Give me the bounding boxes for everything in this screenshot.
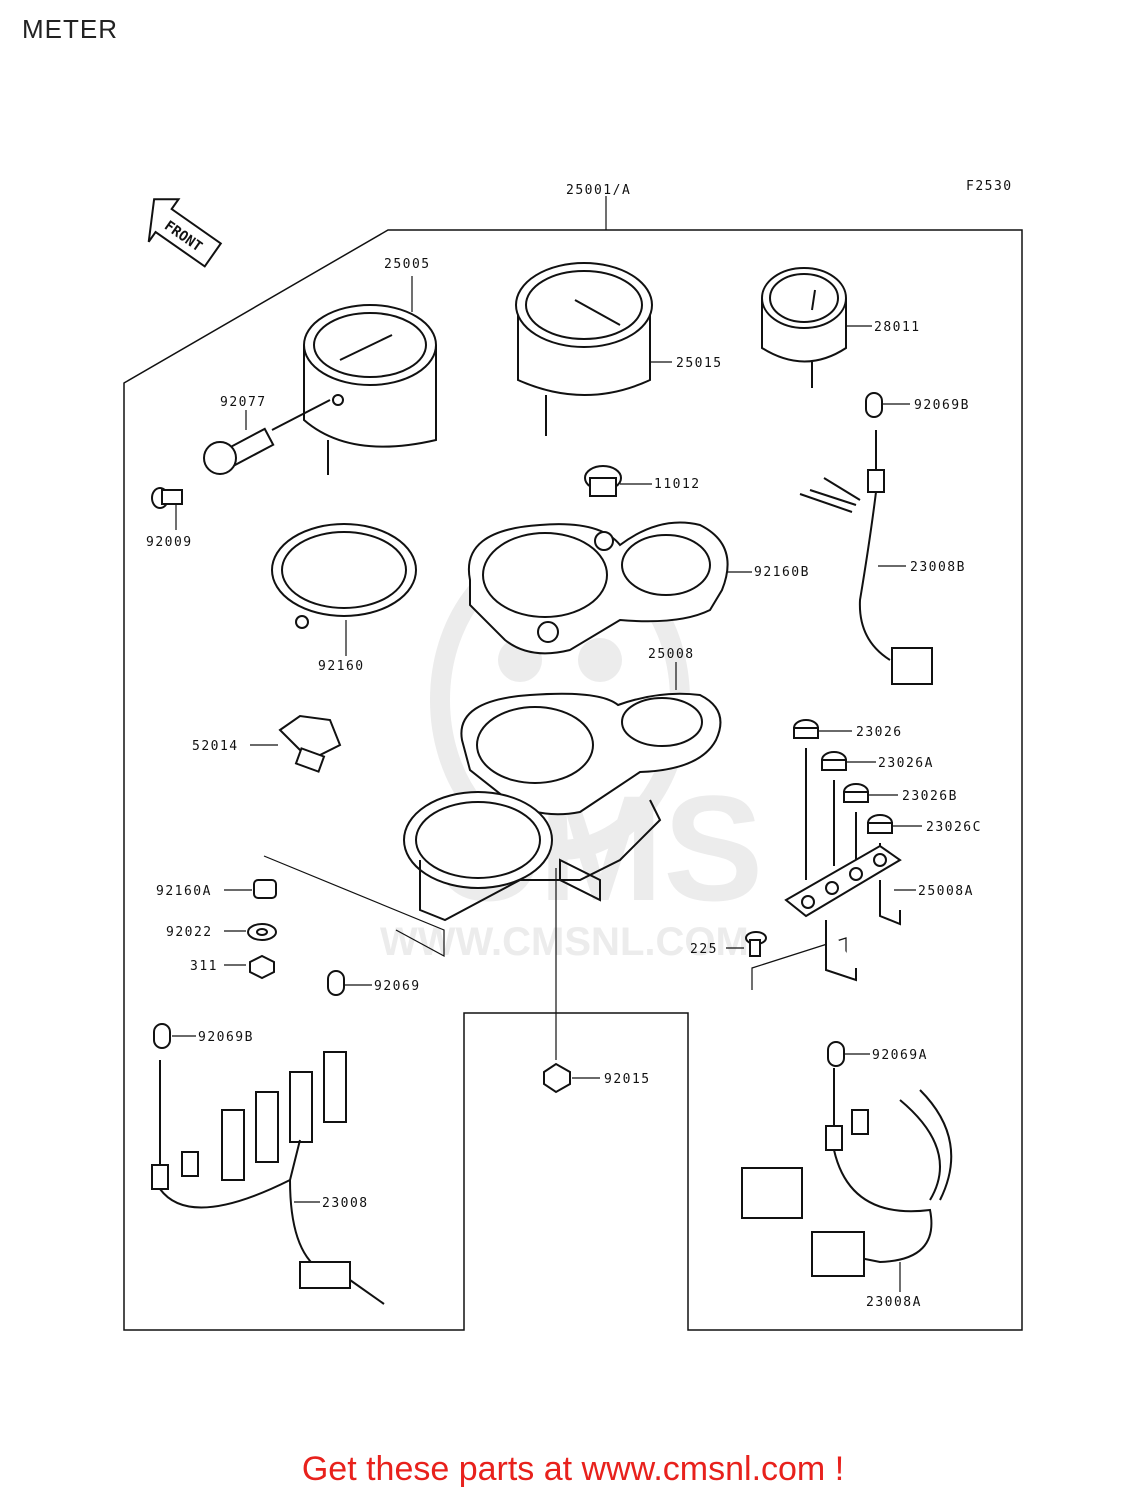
label-25015: 25015 <box>676 356 723 371</box>
grommet-11012 <box>584 465 622 497</box>
label-diagram-code: F2530 <box>966 179 1013 194</box>
label-92069B-top: 92069B <box>914 398 970 413</box>
front-arrow: FRONT <box>147 198 223 268</box>
sensor-52014 <box>278 714 342 773</box>
label-92022: 92022 <box>166 925 213 940</box>
meter-case-25008 <box>403 692 722 922</box>
label-92069B-bottom: 92069B <box>198 1030 254 1045</box>
speedometer-25005 <box>303 304 437 475</box>
page-title: METER <box>22 14 118 44</box>
gauge-28011 <box>761 267 847 388</box>
label-92160A: 92160A <box>156 884 212 899</box>
parts-diagram: CMS WWW.CMSNL.COM FRONT <box>123 179 1023 1331</box>
label-92069A: 92069A <box>872 1048 928 1063</box>
label-311: 311 <box>190 959 218 974</box>
label-92160B: 92160B <box>754 565 810 580</box>
watermark-url: WWW.CMSNL.COM <box>380 920 749 964</box>
label-23026B: 23026B <box>902 789 958 804</box>
bracket-25008A <box>784 844 902 982</box>
label-225: 225 <box>690 942 718 957</box>
label-11012: 11012 <box>654 477 701 492</box>
bulbs <box>153 392 883 1067</box>
hardware-small <box>247 879 767 1094</box>
label-92009: 92009 <box>146 535 193 550</box>
label-23008A: 23008A <box>866 1295 922 1310</box>
harness-23008 <box>151 1051 385 1305</box>
label-28011: 28011 <box>874 320 921 335</box>
harness-23008A <box>741 1068 953 1277</box>
gear-92077 <box>203 399 331 475</box>
caps-23026 <box>793 719 893 880</box>
frame-outline <box>123 229 1023 1331</box>
part-labels: 25001/A F2530 25005 25015 28011 92077 92… <box>146 179 1013 1310</box>
label-92077: 92077 <box>220 395 267 410</box>
screw-92009 <box>151 487 183 509</box>
ring-92160 <box>271 523 417 629</box>
label-23008: 23008 <box>322 1196 369 1211</box>
label-23026: 23026 <box>856 725 903 740</box>
label-23026A: 23026A <box>878 756 934 771</box>
label-25008: 25008 <box>648 647 695 662</box>
label-92160: 92160 <box>318 659 365 674</box>
meter-cover-92160B <box>467 521 729 655</box>
harness-23008B <box>799 430 933 685</box>
leader-lines <box>172 196 922 1292</box>
label-92015: 92015 <box>604 1072 651 1087</box>
label-23026C: 23026C <box>926 820 982 835</box>
footer-cta[interactable]: Get these parts at www.cmsnl.com ! <box>301 1450 845 1488</box>
label-92069: 92069 <box>374 979 421 994</box>
label-23008B: 23008B <box>910 560 966 575</box>
label-25001A: 25001/A <box>566 183 631 198</box>
label-25008A: 25008A <box>918 884 974 899</box>
tachometer-25015 <box>515 262 653 436</box>
label-25005: 25005 <box>384 257 431 272</box>
label-52014: 52014 <box>192 739 239 754</box>
